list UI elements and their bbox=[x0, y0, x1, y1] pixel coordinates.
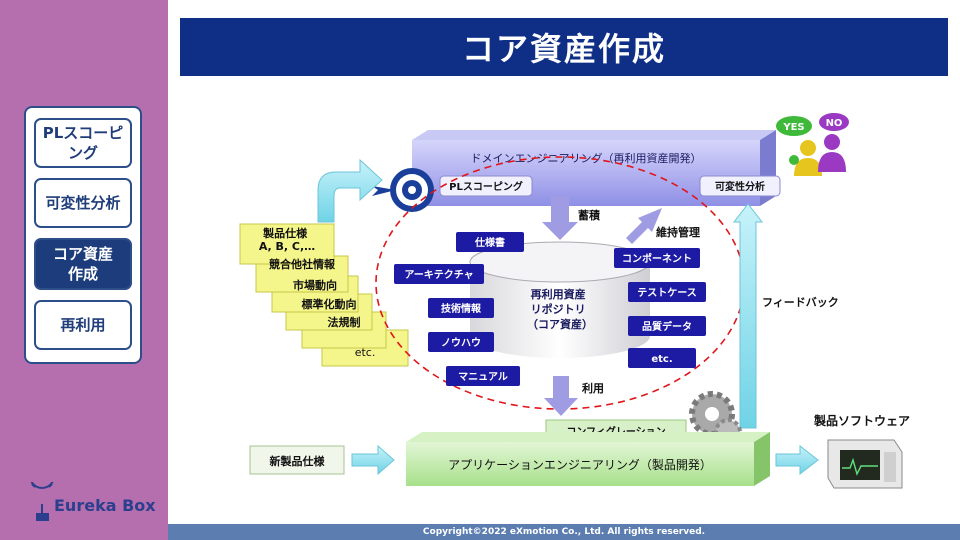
new-spec-arrow bbox=[351, 444, 395, 476]
left-asset-1-label: アーキテクチャ bbox=[404, 269, 473, 281]
product-software-label: 製品ソフトウェア bbox=[813, 413, 910, 428]
input-curved-arrow bbox=[317, 158, 383, 223]
yes-no-people-icon: YES NO bbox=[776, 113, 849, 176]
right-asset-1-label: テストケース bbox=[637, 287, 697, 299]
yes-label: YES bbox=[782, 122, 804, 133]
input-note-product-spec-line1: 製品仕様 bbox=[262, 226, 308, 240]
use-label: 利用 bbox=[582, 381, 604, 395]
output-arrow bbox=[775, 444, 819, 476]
right-asset-1-box bbox=[628, 282, 706, 302]
new-spec-label: 新製品仕様 bbox=[270, 454, 326, 468]
right-asset-2-label: 品質データ bbox=[642, 320, 692, 333]
application-engineering-bar bbox=[406, 432, 770, 486]
lightbulb-logo-icon bbox=[30, 482, 54, 521]
accumulate-arrow bbox=[542, 196, 578, 240]
left-asset-0-box bbox=[456, 232, 524, 252]
no-label: NO bbox=[826, 118, 843, 129]
repository-label-line2: リポジトリ bbox=[531, 302, 586, 316]
repository-label-line3: （コア資産） bbox=[527, 317, 593, 331]
new-spec-box bbox=[249, 445, 345, 475]
left-asset-3-label: ノウハウ bbox=[441, 337, 481, 349]
maintenance-arrow bbox=[626, 208, 662, 244]
left-asset-1-box bbox=[394, 264, 484, 284]
input-note-regulation: 法規制 bbox=[328, 315, 361, 329]
copyright-footer: Copyright©2022 eXmotion Co., Ltd. All ri… bbox=[168, 524, 960, 540]
left-asset-4-box bbox=[446, 366, 520, 386]
right-asset-3-label: etc. bbox=[651, 354, 672, 365]
left-asset-4-label: マニュアル bbox=[458, 371, 508, 383]
input-notes-stack bbox=[239, 223, 409, 367]
accumulate-label: 蓄積 bbox=[578, 208, 601, 222]
nav-panel: PLスコーピ ング 可変性分析 コア資産 作成 再利用 bbox=[24, 106, 142, 364]
use-arrow bbox=[544, 376, 578, 416]
input-note-product-spec-line2: A, B, C,… bbox=[259, 240, 315, 253]
left-asset-2-box bbox=[428, 298, 494, 318]
left-asset-0-label: 仕様書 bbox=[474, 236, 505, 249]
pl-scoping-box bbox=[439, 175, 533, 197]
input-note-competitor: 競合他社情報 bbox=[269, 257, 336, 271]
feedback-arrow bbox=[732, 203, 764, 429]
repository-label-line1: 再利用資産 bbox=[531, 287, 586, 301]
nav-item-label: PLスコーピ ング bbox=[42, 124, 124, 162]
pl-scoping-label: PLスコーピング bbox=[449, 180, 523, 193]
nav-item-label: コア資産 作成 bbox=[52, 245, 113, 283]
application-engineering-label: アプリケーションエンジニアリング（製品開発） bbox=[448, 458, 712, 472]
feedback-label: フィードバック bbox=[762, 296, 839, 309]
input-note-market: 市場動向 bbox=[293, 278, 337, 292]
right-asset-0-label: コンポーネント bbox=[622, 252, 692, 265]
input-note-standards: 標準化動向 bbox=[302, 297, 357, 311]
nav-item-core-asset-creation[interactable]: コア資産 作成 bbox=[34, 238, 132, 290]
nav-item-label: 可変性分析 bbox=[45, 194, 121, 212]
variability-analysis-box bbox=[699, 175, 781, 197]
nav-item-pl-scoping[interactable]: PLスコーピ ング bbox=[34, 118, 132, 168]
left-asset-3-box bbox=[428, 332, 494, 352]
medical-device-icon bbox=[827, 439, 903, 489]
page-title: コア資産作成 bbox=[180, 18, 948, 76]
variability-analysis-label: 可変性分析 bbox=[715, 180, 765, 193]
input-note-product-spec: 製品仕様 A, B, C,… bbox=[259, 226, 315, 253]
logo-text: Eureka Box bbox=[54, 496, 156, 515]
nav-item-reuse[interactable]: 再利用 bbox=[34, 300, 132, 350]
right-asset-0-box bbox=[614, 248, 700, 268]
input-note-etc: etc. bbox=[355, 346, 376, 359]
right-asset-3-box bbox=[628, 348, 696, 368]
nav-item-variability-analysis[interactable]: 可変性分析 bbox=[34, 178, 132, 228]
right-asset-2-box bbox=[628, 316, 706, 336]
repository-label: 再利用資産 リポジトリ （コア資産） bbox=[527, 287, 593, 331]
target-icon bbox=[372, 168, 434, 212]
left-asset-2-label: 技術情報 bbox=[441, 302, 482, 315]
nav-item-label: 再利用 bbox=[60, 316, 106, 334]
maintenance-label: 維持管理 bbox=[656, 225, 700, 239]
